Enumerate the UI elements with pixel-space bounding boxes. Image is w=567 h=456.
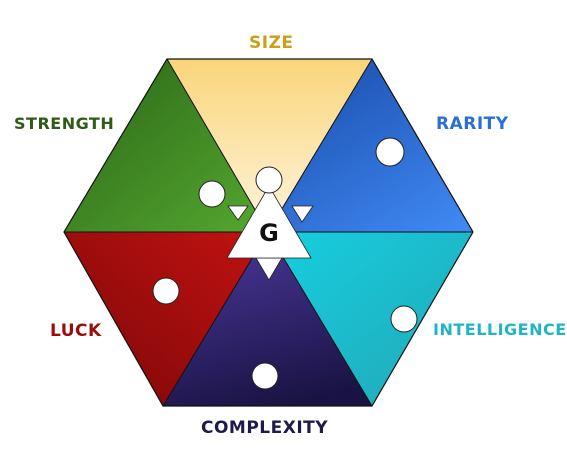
label-luck: LUCK	[50, 321, 102, 341]
label-intelligence: INTELLIGENCE	[433, 320, 567, 339]
center-label: G	[259, 219, 279, 247]
segment-complexity	[163, 232, 372, 406]
segment-intelligence	[268, 232, 473, 406]
segment-rarity	[268, 59, 473, 232]
star-right-notch	[291, 205, 314, 223]
segment-dividers	[64, 58, 473, 407]
segment-size	[167, 59, 372, 232]
marker-rarity	[375, 137, 405, 167]
center-star	[226, 185, 314, 281]
marker-intelligence	[390, 305, 418, 333]
label-complexity: COMPLEXITY	[201, 418, 329, 438]
marker-luck	[152, 277, 180, 305]
label-size: SIZE	[249, 33, 294, 53]
marker-size	[255, 166, 283, 194]
marker-complexity	[251, 362, 279, 390]
label-rarity: RARITY	[436, 114, 509, 134]
label-strength: STRENGTH	[14, 114, 115, 133]
star-left-notch	[227, 205, 249, 221]
segment-luck	[64, 232, 268, 406]
center-triangle	[226, 185, 312, 259]
marker-strength	[198, 180, 226, 208]
